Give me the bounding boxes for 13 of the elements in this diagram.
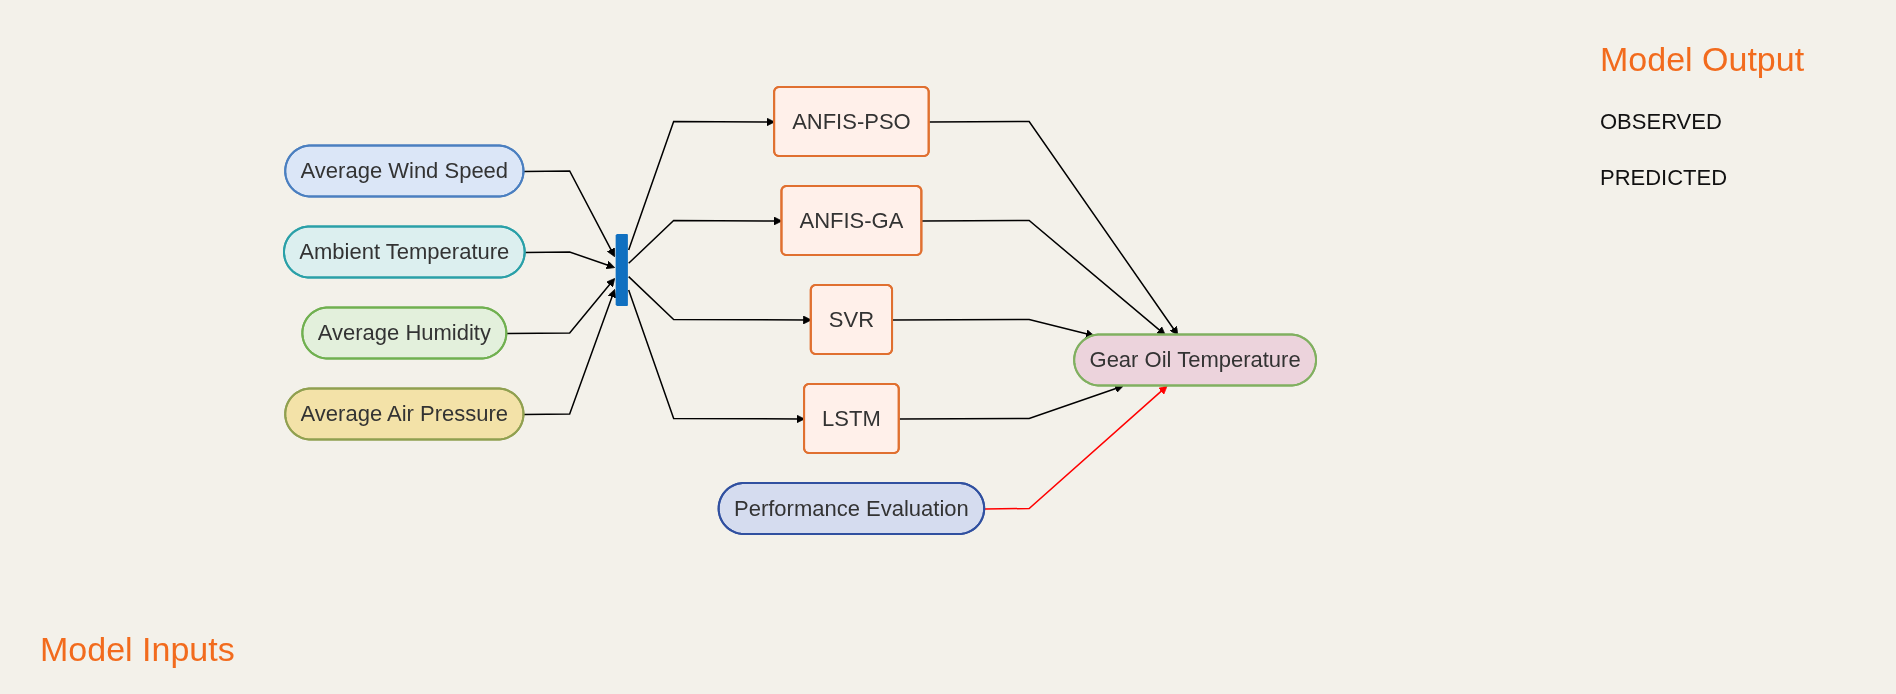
arrow: [627, 288, 805, 423]
arrow: [506, 277, 616, 334]
arrow: [928, 120, 1179, 335]
arrow: [627, 117, 775, 251]
section-heading: Model Output: [1600, 40, 1806, 79]
text-label: PREDICTED: [1600, 165, 1729, 191]
arrow: [523, 288, 617, 415]
arrow: [524, 250, 616, 269]
section-heading: Model Inputs: [40, 630, 235, 669]
arrow: [523, 169, 616, 257]
text-label: OBSERVED: [1600, 109, 1723, 135]
arrow: [921, 219, 1166, 335]
arrow: [898, 383, 1124, 420]
